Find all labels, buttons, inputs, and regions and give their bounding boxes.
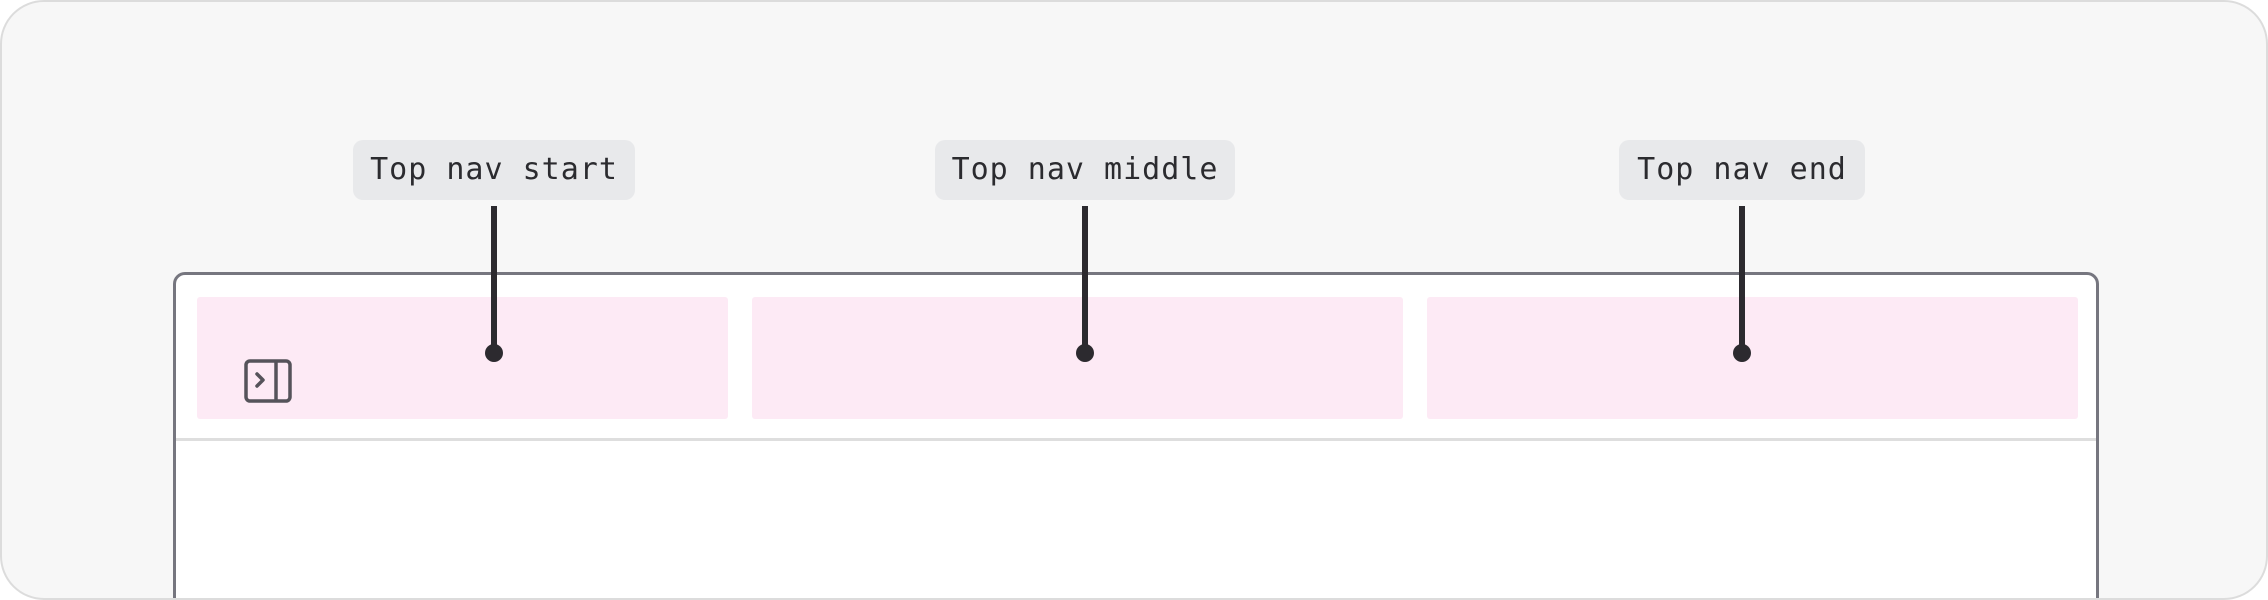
callout-top-nav-end: Top nav end [1619, 140, 1865, 200]
top-nav-end-slot [1427, 297, 2078, 419]
leader-dot-end [1733, 344, 1751, 362]
sidebar-expand-icon[interactable] [244, 359, 292, 403]
leader-line-start [491, 206, 497, 354]
top-nav-start-slot [197, 297, 728, 419]
leader-line-middle [1082, 206, 1088, 354]
leader-dot-start [485, 344, 503, 362]
top-nav [176, 275, 2096, 441]
callout-top-nav-start: Top nav start [353, 140, 635, 200]
app-window-frame [173, 272, 2099, 598]
callout-top-nav-middle: Top nav middle [935, 140, 1235, 200]
leader-line-end [1739, 206, 1745, 354]
leader-dot-middle [1076, 344, 1094, 362]
